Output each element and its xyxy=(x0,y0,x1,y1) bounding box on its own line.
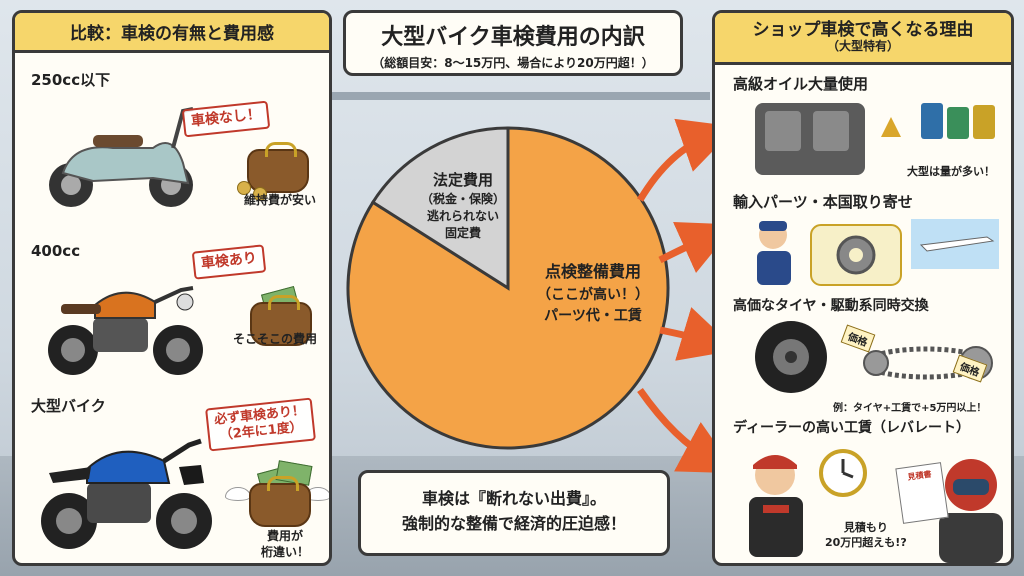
comparison-title: 比較：車検の有無と費用感 xyxy=(15,13,329,53)
reasons-title: ショップ車検で高くなる理由 xyxy=(752,19,974,40)
coin-icon xyxy=(253,187,267,201)
cost-caption: 費用が 桁違い！ xyxy=(240,529,329,560)
reason-title: ディーラーの高い工賃（レバレート） xyxy=(733,420,971,436)
oil-illustration xyxy=(755,103,995,175)
row-400cc: 400cc 車検あり そこそこの費用 xyxy=(15,218,329,383)
reasons-subtitle: （大型特有） xyxy=(826,39,899,54)
reason-note: 大型は量が多い！ xyxy=(907,165,995,178)
center-title-box: 大型バイク車検費用の内訳 （総額目安：8〜15万円、場合により20万円超！） xyxy=(343,10,683,76)
slice-name: 点検整備費用 xyxy=(544,262,641,281)
slice-name: 法定費用 xyxy=(432,171,493,189)
row-250cc: 250cc以下 車検なし！ 維持費が安い xyxy=(15,53,329,218)
caption-line: 費用が xyxy=(266,529,303,543)
reason-title: 高級オイル大量使用 xyxy=(733,75,869,93)
slice-detail: パーツ代・工賃 xyxy=(544,308,642,325)
main-subtitle: （総額目安：8〜15万円、場合により20万円超！） xyxy=(372,56,654,70)
cost-caption: そこそこの費用 xyxy=(232,332,317,346)
caption-line: 桁違い！ xyxy=(260,544,309,559)
pie-svg xyxy=(346,126,670,450)
reason-title: 高価なタイヤ・駆動系同時交換 xyxy=(733,298,929,314)
large-motorcycle-illustration xyxy=(41,438,212,549)
cost-pie-chart: 法定費用 （税金・保険） 逃れられない 固定費 点検整備費用 （ここが高い！） … xyxy=(338,118,678,458)
conclusion-box: 車検は『断れない出費』。 強制的な整備で経済的圧迫感！ xyxy=(358,470,670,556)
reason-title: 輸入パーツ・本国取り寄せ xyxy=(733,193,913,211)
arrow-to-oil xyxy=(636,118,720,202)
scooter-illustration xyxy=(49,107,194,207)
arrow-to-imports xyxy=(658,221,720,274)
pie-slice-legal-fees xyxy=(370,126,510,291)
conclusion-line: 強制的な整備で経済的圧迫感！ xyxy=(401,513,626,533)
reason-note: 見積もり 20万円超えも!? xyxy=(825,521,907,551)
tank xyxy=(86,450,171,484)
reason-arrows xyxy=(636,118,720,474)
reasons-header: ショップ車検で高くなる理由 （大型特有） xyxy=(715,13,1011,65)
maintenance-label: 点検整備費用 （ここが高い！） パーツ代・工賃 xyxy=(508,260,678,328)
estimate-sheet: 見積書 xyxy=(895,462,949,524)
inspection-required-stamp: 車検あり xyxy=(191,244,267,280)
legal-fees-label: 法定費用 （税金・保険） 逃れられない 固定費 xyxy=(398,170,528,241)
reasons-panel: ショップ車検で高くなる理由 （大型特有） 高級オイル大量使用 大型は量が多い！ … xyxy=(712,10,1014,566)
reason-note: 例：タイヤ+工賃で+5万円以上！ xyxy=(833,403,987,414)
wallet-icon xyxy=(250,295,312,346)
slice-detail: （税金・保険） xyxy=(420,192,505,206)
bike-label: 250cc以下 xyxy=(31,71,111,89)
imports-illustration xyxy=(757,219,999,286)
dealer-labor-illustration xyxy=(749,449,1003,563)
wing-icon xyxy=(225,487,251,501)
wallet-icon xyxy=(247,142,309,193)
slice-detail: 逃れられない xyxy=(426,208,499,223)
scooter-body xyxy=(61,142,190,185)
tank xyxy=(94,291,156,319)
mandatory-inspection-stamp: 必ず車検あり！ （2年に1度） xyxy=(205,397,316,451)
arrow-to-tires xyxy=(659,307,720,361)
note-line: 見積もり xyxy=(843,521,888,534)
main-title: 大型バイク車検費用の内訳 xyxy=(381,25,645,50)
motorcycle-400-illustration xyxy=(48,286,203,375)
note-line: 20万円超えも!? xyxy=(825,535,907,549)
cost-caption: 維持費が安い xyxy=(243,193,316,207)
slice-detail: （ここが高い！） xyxy=(537,286,649,303)
shelf xyxy=(330,92,710,100)
conclusion-line: 車検は『断れない出費』。 xyxy=(421,489,606,508)
flying-wallet-icon xyxy=(249,476,311,527)
bike-label: 大型バイク xyxy=(31,397,106,415)
arrow-to-labor xyxy=(637,387,720,474)
slice-detail: 固定費 xyxy=(444,225,481,240)
bike-label: 400cc xyxy=(31,242,81,260)
row-large-bike: 大型バイク 必ず車検あり！ （2年に1度） 費用が 桁違い！ xyxy=(15,383,329,563)
coin-icon xyxy=(237,181,251,195)
comparison-panel: 比較：車検の有無と費用感 250cc以下 車検なし！ 維持費が安い 400cc … xyxy=(12,10,332,566)
